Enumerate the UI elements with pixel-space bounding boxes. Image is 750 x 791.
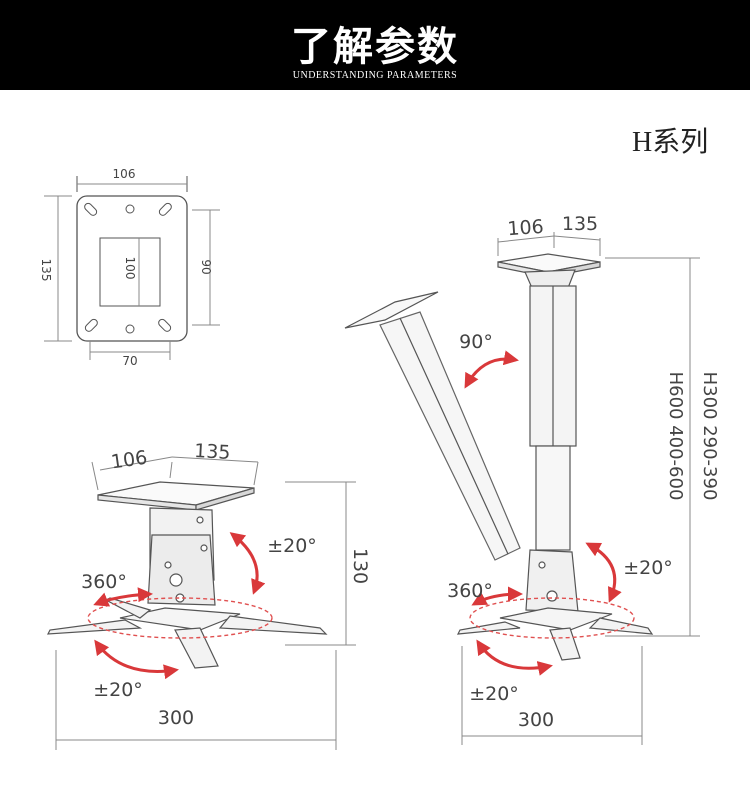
plate-slot: [158, 318, 172, 332]
short-tilt-arrow: [229, 532, 266, 595]
plate-top-width-label: 106: [113, 167, 136, 181]
short-base-hub: [119, 607, 241, 631]
long-swivel-label: 360°: [447, 580, 493, 602]
plate-hole: [125, 204, 135, 214]
long-mount-drawing: [344, 253, 654, 661]
long-arm: [456, 621, 521, 635]
long-arm: [588, 617, 654, 635]
page-title: 了解参数: [291, 24, 459, 70]
long-folded-tube: [379, 311, 521, 561]
plate-slot: [84, 318, 98, 332]
short-height-label: 130: [349, 548, 371, 584]
long-top-dim-b: 135: [562, 213, 598, 235]
long-dimension-lines: [461, 232, 700, 745]
long-roll-arrow: [476, 639, 553, 676]
long-roll-label: ±20°: [469, 683, 519, 705]
series-label: H系列: [632, 127, 709, 158]
long-tilt-label: ±20°: [623, 557, 673, 579]
plate-inner-square: [99, 237, 161, 307]
long-swivel-ellipse: [469, 597, 635, 639]
long-bracket: [525, 549, 579, 613]
short-base-width-label: 300: [158, 707, 194, 729]
header-bar: 了解参数 UNDERSTANDING PARAMETERS: [0, 0, 750, 90]
long-tilt-arrow: [585, 542, 622, 603]
short-dimension-lines: [55, 456, 356, 750]
long-base-hub: [499, 607, 613, 631]
plate-outline: [76, 195, 188, 342]
long-arm: [549, 627, 581, 661]
plate-inner-height-label: 100: [123, 257, 137, 280]
long-top-dim-a: 106: [507, 216, 545, 240]
plate-left-height-label: 135: [39, 259, 53, 282]
short-swivel-arrow: [93, 587, 153, 607]
long-base-width-label: 300: [518, 709, 554, 731]
short-mount-drawing: [46, 481, 328, 669]
plate-bottom-width-label: 70: [122, 354, 137, 368]
plate-top-view: [44, 176, 220, 360]
long-swivel-arrow: [471, 586, 523, 606]
page-subtitle: UNDERSTANDING PARAMETERS: [292, 70, 458, 81]
plate-hole: [125, 324, 135, 334]
plate-right-height-label: 90: [199, 259, 213, 274]
short-roll-arrow: [94, 639, 179, 680]
short-swivel-ellipse: [87, 597, 273, 639]
long-height-h300-label: H300 290-390: [699, 372, 720, 501]
short-swivel-label: 360°: [81, 571, 127, 593]
long-fold-angle-label: 90°: [459, 331, 493, 353]
long-lower-tube: [535, 445, 571, 551]
short-top-dim-a: 106: [110, 447, 149, 474]
short-tilt-label: ±20°: [267, 535, 317, 557]
short-roll-label: ±20°: [93, 679, 143, 701]
plate-slot: [84, 202, 98, 216]
plate-slot: [158, 202, 172, 216]
short-arm: [46, 619, 143, 635]
long-fold-arrow: [464, 350, 519, 389]
short-arm: [218, 615, 328, 635]
short-arm: [174, 627, 219, 669]
long-height-h600-label: H600 400-600: [665, 372, 686, 501]
long-folded-ceiling-plate: [344, 291, 439, 329]
short-top-dim-b: 135: [194, 440, 231, 464]
